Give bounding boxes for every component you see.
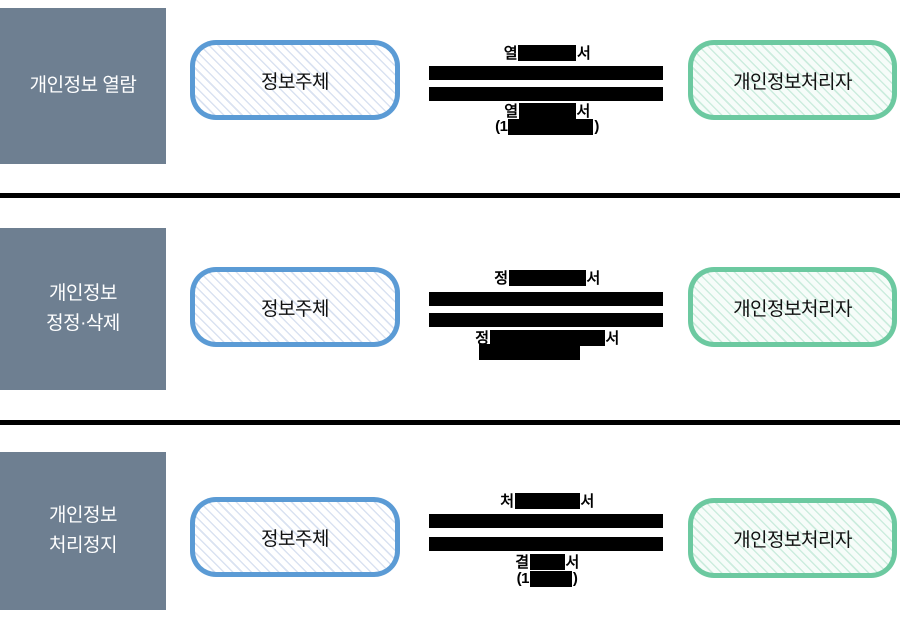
response-doc-label: 정 서 bbox=[403, 329, 691, 347]
redaction-bar bbox=[489, 329, 605, 346]
request-doc-suffix: 서 bbox=[577, 45, 591, 62]
section-divider bbox=[0, 420, 900, 425]
response-doc-prefix: 정 bbox=[475, 330, 489, 347]
redacted-arrow-bar-left bbox=[429, 87, 663, 101]
subject-box: 정보주체 bbox=[190, 40, 400, 120]
redaction-bar bbox=[518, 44, 576, 61]
redacted-arrow-bar-left bbox=[429, 537, 663, 551]
processor-label: 개인정보처리자 bbox=[693, 45, 892, 115]
response-doc-suffix: 서 bbox=[576, 103, 591, 120]
response-doc-prefix: 열 bbox=[504, 103, 518, 120]
subject-label: 정보주체 bbox=[195, 45, 395, 115]
subject-box: 정보주체 bbox=[190, 267, 400, 347]
redaction-bar bbox=[514, 492, 580, 509]
section-divider bbox=[0, 193, 900, 198]
subject-label: 정보주체 bbox=[195, 502, 395, 572]
response-doc-prefix: 결 bbox=[515, 554, 529, 571]
redaction-bar bbox=[529, 570, 572, 587]
redaction-bar bbox=[508, 118, 594, 135]
response-doc-suffix: 서 bbox=[565, 554, 580, 571]
redacted-arrow-bar-right bbox=[429, 66, 663, 80]
category-label-line1: 개인정보 bbox=[49, 504, 117, 526]
redacted-arrow-bar-left bbox=[429, 313, 663, 327]
deadline-suffix: ) bbox=[572, 570, 578, 587]
category-box-access: 개인정보 열람 bbox=[0, 8, 166, 164]
subject-label: 정보주체 bbox=[195, 272, 395, 342]
category-box-correction: 개인정보 정정·삭제 bbox=[0, 228, 166, 390]
category-label: 개인정보 열람 bbox=[29, 74, 137, 96]
request-doc-label: 정 서 bbox=[403, 269, 691, 287]
request-doc-suffix: 서 bbox=[586, 270, 601, 287]
response-doc-label: 결 서 bbox=[403, 553, 691, 571]
subject-box: 정보주체 bbox=[190, 497, 400, 577]
category-label-line1: 개인정보 bbox=[49, 282, 117, 304]
response-deadline-label: (1 ) bbox=[403, 118, 691, 135]
deadline-prefix: (1 bbox=[495, 118, 508, 135]
deadline-prefix: (1 bbox=[516, 570, 530, 587]
redaction-bar bbox=[508, 269, 586, 286]
request-doc-label: 열 서 bbox=[403, 44, 691, 62]
response-doc-suffix: 서 bbox=[605, 330, 620, 347]
request-doc-prefix: 열 bbox=[503, 45, 518, 62]
processor-box: 개인정보처리자 bbox=[688, 498, 897, 578]
category-label-line2: 처리정지 bbox=[49, 535, 117, 556]
redaction-bar bbox=[529, 553, 565, 570]
response-doc-label: 열 서 bbox=[403, 102, 691, 120]
request-doc-suffix: 서 bbox=[580, 493, 595, 510]
response-deadline-label: (1 ) bbox=[403, 570, 691, 587]
redacted-arrow-bar-right bbox=[429, 292, 663, 306]
request-doc-prefix: 정 bbox=[494, 270, 508, 287]
request-doc-label: 처 서 bbox=[403, 492, 691, 510]
category-box-suspension: 개인정보 처리정지 bbox=[0, 452, 166, 610]
redaction-bar bbox=[479, 344, 580, 360]
deadline-suffix: ) bbox=[594, 118, 599, 135]
processor-label: 개인정보처리자 bbox=[693, 503, 892, 573]
processor-label: 개인정보처리자 bbox=[693, 272, 892, 342]
processor-box: 개인정보처리자 bbox=[688, 267, 897, 347]
request-doc-prefix: 처 bbox=[500, 493, 514, 510]
redaction-bar bbox=[518, 102, 576, 119]
processor-box: 개인정보처리자 bbox=[688, 40, 897, 120]
category-label-line2: 정정·삭제 bbox=[46, 313, 120, 334]
redacted-arrow-bar-right bbox=[429, 514, 663, 528]
